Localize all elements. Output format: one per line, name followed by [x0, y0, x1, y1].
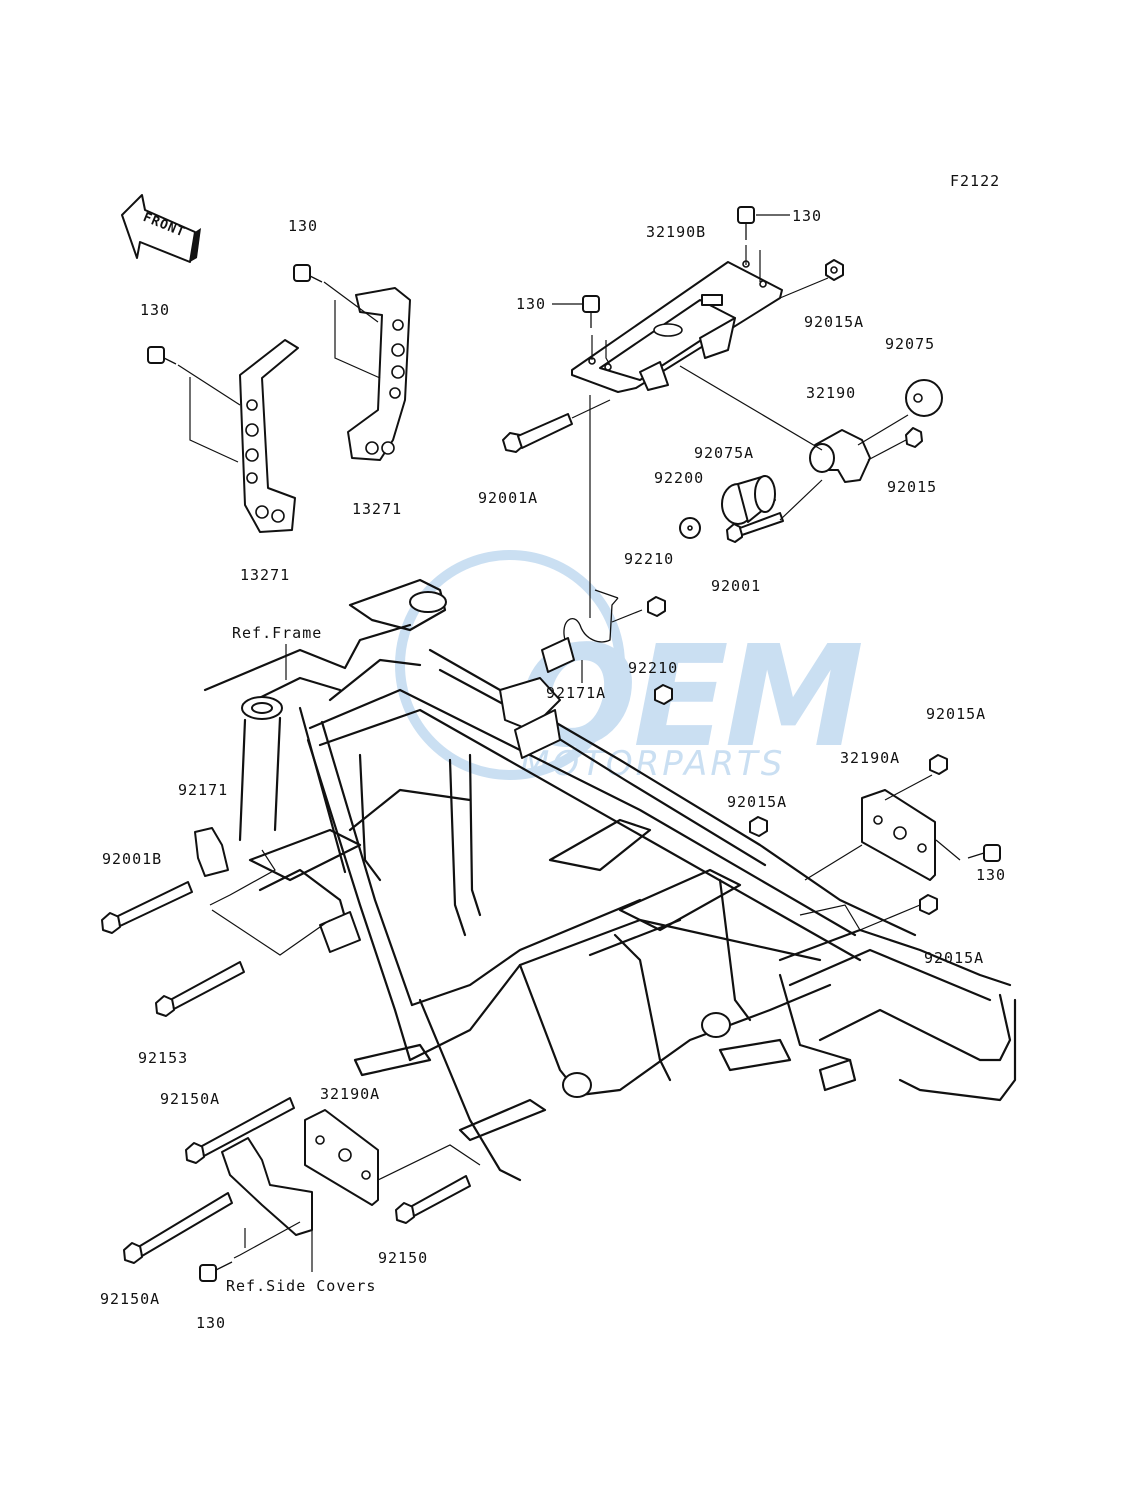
nut-92015A-top — [825, 259, 844, 281]
bolt-92001B — [101, 881, 193, 934]
guard-bracket-right — [347, 287, 411, 461]
figure-code: F2122 — [950, 172, 1000, 190]
label-92210-top: 92210 — [624, 550, 674, 568]
washer-92075 — [905, 379, 943, 417]
mount-bracket-32190B — [571, 260, 783, 393]
label-92171: 92171 — [178, 781, 228, 799]
main-frame — [203, 578, 1017, 1182]
label-13271-a: 13271 — [240, 566, 290, 584]
bolt-92150 — [395, 1175, 471, 1224]
watermark-brand: OEM — [518, 616, 862, 779]
label-92171A: 92171A — [546, 684, 606, 702]
bolt-130-guard-a — [147, 346, 177, 365]
label-ref-frame: Ref.Frame — [232, 624, 322, 642]
nut-92210-a — [647, 596, 666, 617]
nut-92015A-r2 — [749, 816, 768, 837]
label-92150: 92150 — [378, 1249, 428, 1267]
label-13271-b: 13271 — [352, 500, 402, 518]
watermark-globe-icon — [395, 550, 625, 780]
front-arrow-icon: FRONT — [121, 194, 201, 263]
label-92001: 92001 — [711, 577, 761, 595]
mount-plate-32190A-right — [861, 789, 936, 881]
nut-92015A-r1 — [929, 754, 948, 775]
mount-plate-32190A-left — [304, 1109, 379, 1206]
label-130-guard-b: 130 — [288, 217, 318, 235]
watermark: OEM MOTORPARTS — [395, 550, 866, 784]
side-cover-bracket — [221, 1137, 313, 1236]
bolt-92001A — [502, 413, 573, 453]
bolt-130-mid — [552, 295, 600, 328]
label-32190: 32190 — [806, 384, 856, 402]
label-92075: 92075 — [885, 335, 935, 353]
bushing-92075A — [721, 475, 776, 525]
label-32190A-right: 32190A — [840, 749, 900, 767]
label-92075A: 92075A — [694, 444, 754, 462]
label-ref-side-covers: Ref.Side Covers — [226, 1277, 376, 1295]
bolt-130-top — [737, 206, 790, 240]
washer-92200 — [679, 517, 701, 539]
part-labels: 130 32190B 130 92015A 92075 32190 92015 … — [100, 207, 1006, 1332]
clamp-92171A — [541, 589, 619, 673]
bolt-92153 — [155, 961, 245, 1017]
label-92200: 92200 — [654, 469, 704, 487]
label-130-bottom: 130 — [196, 1314, 226, 1332]
label-92001A: 92001A — [478, 489, 538, 507]
nut-92210-b — [654, 684, 673, 705]
label-32190A-left: 32190A — [320, 1085, 380, 1103]
label-92150A-a: 92150A — [160, 1090, 220, 1108]
bolt-130-bottom — [199, 1261, 233, 1282]
label-130-mid: 130 — [516, 295, 546, 313]
label-32190B: 32190B — [646, 223, 706, 241]
label-92015A-top: 92015A — [804, 313, 864, 331]
label-92015: 92015 — [887, 478, 937, 496]
nut-92015 — [905, 427, 923, 448]
bolt-92150A-b — [123, 1192, 233, 1264]
label-92015A-r2: 92015A — [727, 793, 787, 811]
watermark-sub: MOTORPARTS — [520, 744, 785, 784]
engine-mount-32190 — [809, 429, 871, 483]
label-92150A-b: 92150A — [100, 1290, 160, 1308]
label-92015A-r3: 92015A — [924, 949, 984, 967]
bolt-130-guard-b — [293, 264, 323, 283]
label-130-right: 130 — [976, 866, 1006, 884]
bolt-130-right — [967, 844, 1001, 862]
guard-bracket-left — [239, 339, 299, 533]
label-130-top-right: 130 — [792, 207, 822, 225]
label-130-guard-a: 130 — [140, 301, 170, 319]
clamp-92171 — [194, 827, 229, 877]
bolt-92001 — [726, 512, 784, 543]
label-92153: 92153 — [138, 1049, 188, 1067]
label-92001B: 92001B — [102, 850, 162, 868]
bolt-92150A-a — [185, 1097, 295, 1164]
nut-92015A-r3 — [919, 894, 938, 915]
label-92015A-r1: 92015A — [926, 705, 986, 723]
label-92210-mid: 92210 — [628, 659, 678, 677]
